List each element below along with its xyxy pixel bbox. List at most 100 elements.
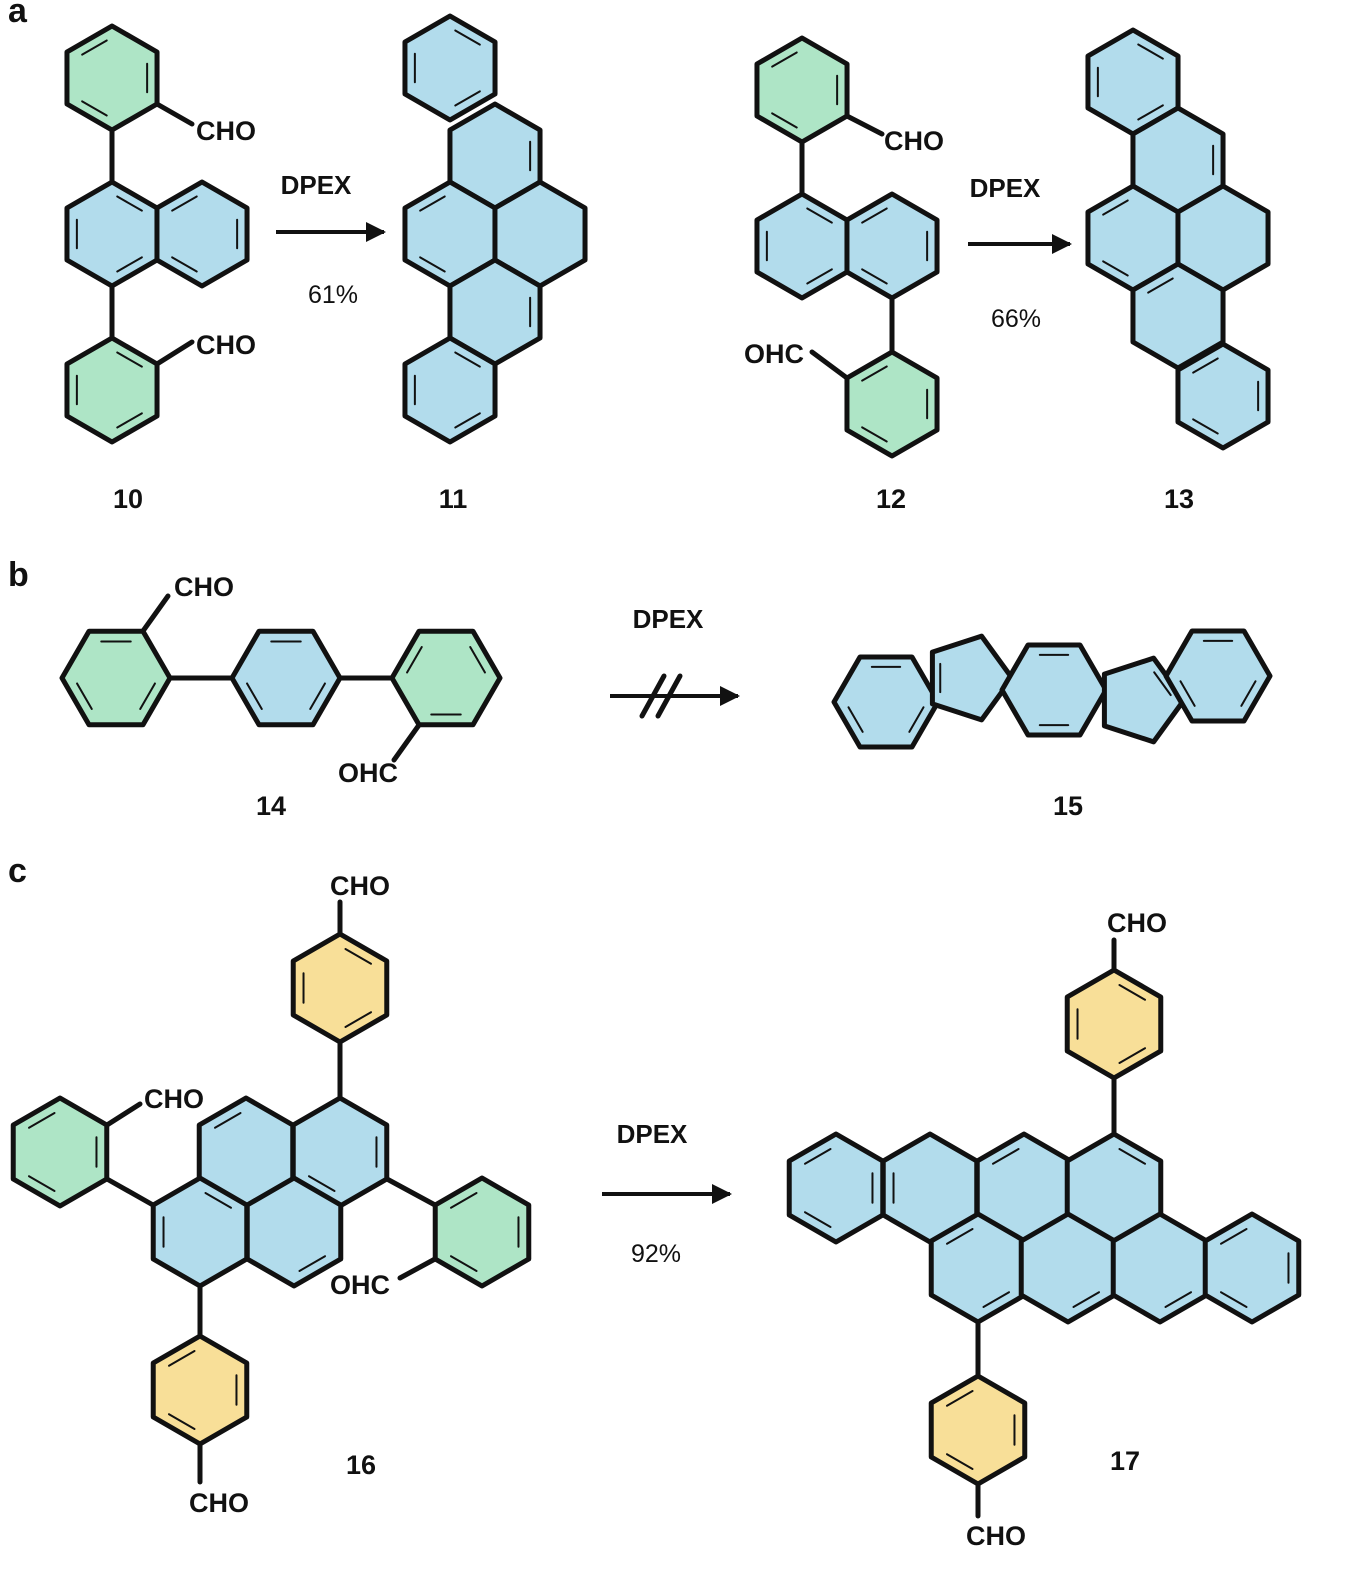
ring-11-c-double-bond [419, 256, 446, 273]
ring-15-right-benzo-double-bond [1240, 680, 1257, 707]
compound-number-14: 14 [256, 791, 286, 821]
ring-17-left-benzo [786, 1131, 886, 1245]
ring-17-row2-c [1110, 1211, 1210, 1325]
cho-label-16-top: CHO [330, 871, 390, 901]
bond-14-ohc [391, 722, 422, 763]
ring-15-right-five-double-bond [1153, 671, 1172, 697]
cho-label-16-bottom: CHO [189, 1488, 249, 1518]
ring-10-naph-left-double-bond [116, 256, 143, 273]
cho-label-16-left: CHO [144, 1084, 204, 1114]
ring-13-c-double-bond [1102, 199, 1129, 216]
ring-17-right-benzo [1202, 1211, 1302, 1325]
ring-13-f-double-bond [1192, 357, 1219, 374]
ring-16-top-pendant [290, 931, 390, 1045]
ring-11-c-double-bond [419, 195, 446, 212]
ring-15-left-benzo-double-bond [908, 706, 925, 733]
ring-15-left-benzo-double-bond [847, 706, 864, 733]
ring-10-naph-right [154, 179, 250, 289]
compound-number-15: 15 [1053, 791, 1083, 821]
ring-15-left-benzo [831, 654, 941, 750]
ring-layer [10, 13, 1302, 1487]
ring-16-core-d [244, 1175, 344, 1289]
ring-16-right-aryl-double-bond [449, 1192, 478, 1209]
ring-14-center-double-bond [309, 682, 326, 711]
no-reaction-slash-2 [655, 673, 683, 719]
ring-10-naph-left-double-bond [116, 195, 143, 212]
ring-16-bottom-pendant-double-bond [167, 1413, 196, 1430]
ring-17-row2-c-double-bond [1164, 1291, 1193, 1308]
compound-number-10: 10 [113, 484, 143, 514]
ring-12-bottom-aryl [844, 349, 940, 459]
compound-number-11: 11 [439, 484, 468, 514]
ring-12-naph-left-double-bond [806, 207, 833, 224]
ring-14-left-aryl-double-bond [76, 682, 93, 711]
ring-10-bottom-aryl [64, 335, 160, 445]
ring-14-center-double-bond [246, 682, 263, 711]
ring-17-row1-c-double-bond [1118, 1148, 1147, 1165]
yield-label-10-11: 61% [308, 281, 358, 309]
ring-16-right-aryl [432, 1175, 532, 1289]
cho-label-10-bottom: CHO [196, 330, 256, 360]
ring-16-bottom-pendant [150, 1333, 250, 1447]
ring-13-a-double-bond [1137, 104, 1164, 121]
ring-16-right-aryl-double-bond [449, 1255, 478, 1272]
ring-14-left-aryl-double-bond [139, 682, 156, 711]
ring-12-top-aryl-double-bond [771, 51, 798, 68]
ring-17-row1-b-double-bond [991, 1148, 1020, 1165]
ring-14-right-aryl-double-bond [469, 645, 486, 674]
ring-13-e-double-bond [1147, 277, 1174, 294]
ring-14-right-aryl-double-bond [406, 645, 423, 674]
ring-16-left-aryl [10, 1095, 110, 1209]
bond-10-cho-bottom [154, 339, 195, 367]
ring-16-core-c-double-bond [204, 1192, 233, 1209]
ring-10-naph-right-double-bond [171, 256, 198, 273]
bond-layer [104, 101, 1117, 1519]
ring-17-bottom-pendant [928, 1373, 1028, 1487]
ring-12-naph-right-double-bond [861, 268, 888, 285]
ring-14-center [229, 628, 343, 728]
ring-10-top-aryl [64, 23, 160, 133]
reagent-label-16-17: DPEX [617, 1119, 688, 1149]
ohc-label-16-right: OHC [330, 1270, 390, 1300]
ring-16-top-pendant-double-bond [344, 948, 373, 965]
ring-10-bottom-aryl-double-bond [116, 412, 143, 429]
ring-11-a [402, 13, 498, 123]
ring-13-c-double-bond [1102, 260, 1129, 277]
panel-b-letter: b [8, 556, 29, 594]
ring-17-bottom-pendant-double-bond [945, 1390, 974, 1407]
cho-label-17-top: CHO [1107, 908, 1167, 938]
ring-12-top-aryl-double-bond [771, 112, 798, 129]
ring-10-top-aryl-double-bond [81, 100, 108, 117]
reagent-label-10-11: DPEX [281, 170, 352, 200]
ring-15-right-benzo-double-bond [1179, 680, 1196, 707]
ring-11-f [402, 335, 498, 445]
ring-17-row2-a-double-bond [982, 1291, 1011, 1308]
ring-13-f [1175, 341, 1271, 451]
cho-label-17-bottom: CHO [966, 1521, 1026, 1551]
ring-17-left-benzo-double-bond [803, 1211, 832, 1228]
compound-number-13: 13 [1164, 484, 1194, 514]
ring-11-f-double-bond [454, 412, 481, 429]
ring-10-naph-right-double-bond [171, 195, 198, 212]
ring-17-row2-b-double-bond [1072, 1291, 1101, 1308]
ring-17-top-pendant-double-bond [1118, 1047, 1147, 1064]
bond-16-left-cho [104, 1101, 143, 1128]
bond-16-right-ohc [397, 1256, 438, 1281]
bond-12-cho-top [844, 113, 885, 137]
ring-16-left-aryl-double-bond [27, 1175, 56, 1192]
ring-13-f-double-bond [1192, 418, 1219, 435]
bond-14-cho [140, 593, 171, 634]
ring-17-row2-b [1018, 1211, 1118, 1325]
ring-12-bottom-aryl-double-bond [861, 365, 888, 382]
ring-17-bottom-pendant-double-bond [945, 1453, 974, 1470]
ring-11-a-double-bond [454, 90, 481, 107]
reagent-label-14-15: DPEX [633, 604, 704, 634]
compound-number-12: 12 [876, 484, 906, 514]
ring-16-core-b-double-bond [307, 1175, 336, 1192]
bond-16-right-link [384, 1176, 438, 1208]
ring-16-left-aryl-double-bond [27, 1112, 56, 1129]
ring-16-core-a-double-bond [213, 1112, 242, 1129]
ring-17-row2-a [928, 1211, 1028, 1325]
ring-12-top-aryl [754, 35, 850, 145]
